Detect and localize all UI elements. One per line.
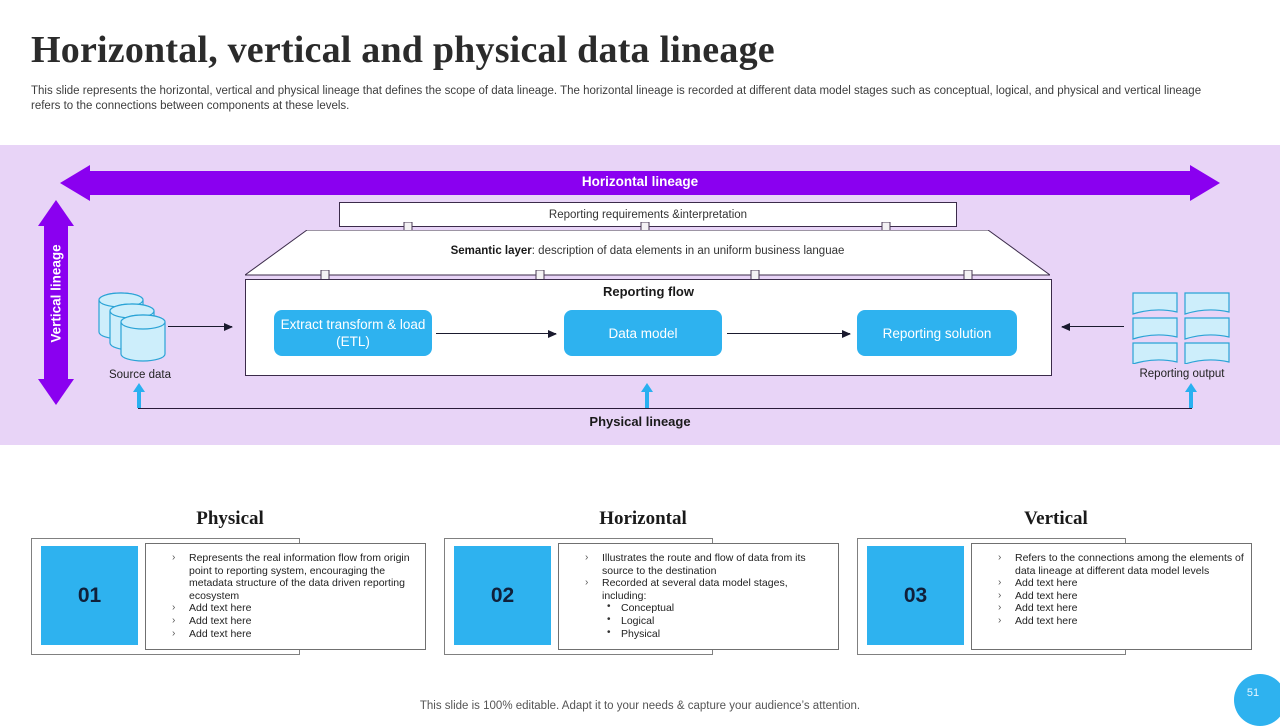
footer-note: This slide is 100% editable. Adapt it to… [419, 700, 861, 712]
chevron-right-icon: › [998, 614, 1002, 626]
reporting-output-icon [1132, 292, 1232, 365]
arrow-bar [88, 171, 1192, 195]
chevron-right-icon: › [998, 589, 1002, 601]
chevron-right-icon: › [998, 577, 1002, 589]
list-item-text: Add text here [189, 627, 252, 640]
vertical-lineage-arrow: Vertical lineage [38, 200, 74, 405]
list-item-text: Add text here [189, 602, 252, 615]
card-vertical: Vertical 03 › Refers to the connections a… [851, 500, 1261, 660]
chevron-right-icon: › [998, 602, 1002, 614]
chevron-right-icon: › [585, 552, 589, 563]
card-heading: Horizontal [599, 508, 687, 529]
list-item: › Add text here [972, 615, 1245, 628]
bullet-dot-icon: • [607, 613, 611, 625]
chevron-right-icon: › [998, 552, 1002, 563]
chevron-right-icon: › [172, 552, 176, 563]
list-item: › Refers to the connections among the ele… [972, 552, 1245, 577]
semantic-layer-label: Semantic layer: description of data elem… [245, 245, 1050, 257]
up-arrow-icon [1184, 383, 1198, 408]
card-physical: Physical 01 › Represents the real informa… [25, 500, 435, 660]
connector-datamodel-to-solution [727, 329, 851, 338]
list-item: › Add text here [146, 615, 419, 628]
source-data-icon [95, 290, 185, 365]
list-item: • Conceptual [559, 601, 832, 615]
connector-flow-to-output [1061, 322, 1124, 331]
page-subtitle: This slide represents the horizontal, ve… [31, 85, 1202, 112]
list-item-text: Add text here [1015, 577, 1078, 590]
reporting-output-label: Reporting output [1139, 368, 1225, 380]
list-item: › Add text here [972, 602, 1245, 615]
chevron-right-icon: › [172, 602, 176, 614]
list-item: • Physical [559, 626, 832, 641]
card-text-panel: › Refers to the connections among the ele… [971, 543, 1252, 650]
list-item: › Represents the real information flow fr… [146, 552, 419, 602]
list-item: › Recorded at several data model stages, … [559, 577, 832, 602]
card-horizontal: Horizontal 02 › Illustrates the route and… [438, 500, 848, 660]
card-number-badge: 03 [867, 546, 964, 645]
list-item: › Add text here [972, 577, 1245, 590]
connector-etl-to-datamodel [436, 329, 557, 338]
up-arrow-icon [132, 383, 146, 408]
arrow-head-right-icon [1190, 165, 1220, 201]
list-item-text: Add text here [189, 614, 252, 627]
card-sub-bullet-list: • Conceptual • Logical • Physical [559, 601, 832, 641]
card-bullet-list: › Refers to the connections among the ele… [972, 552, 1245, 628]
source-data-label: Source data [108, 369, 171, 381]
page-title: Horizontal, vertical and physical data l… [31, 29, 775, 71]
page-number-label: 51 [1246, 687, 1260, 699]
reporting-flow-box: Reporting flow Extract transform & load … [245, 279, 1052, 376]
list-item-text: Illustrates the route and flow of data f… [602, 552, 806, 577]
chevron-right-icon: › [172, 614, 176, 626]
vertical-lineage-label: Vertical lineage [48, 244, 64, 343]
physical-lineage-label: Physical lineage [589, 414, 691, 429]
card-heading: Physical [196, 508, 264, 529]
reporting-requirements-label: Reporting requirements &interpretation [548, 208, 748, 221]
connector-source-to-flow [168, 322, 233, 331]
card-bullet-list: › Represents the real information flow fr… [146, 552, 419, 640]
list-item-text: Recorded at several data model stages, i… [602, 577, 788, 602]
list-item-text: Add text here [1015, 614, 1078, 627]
semantic-layer-bold-label: Semantic layer [450, 245, 532, 257]
card-bullet-list: › Illustrates the route and flow of data … [559, 552, 832, 602]
list-item-text: Add text here [1015, 589, 1078, 602]
list-item: › Add text here [146, 628, 419, 641]
list-item-text: Add text here [1015, 602, 1078, 615]
physical-lineage-line [138, 400, 1192, 409]
chevron-right-icon: › [172, 627, 176, 639]
node-reporting-solution[interactable]: Reporting solution [857, 310, 1017, 356]
node-data-model[interactable]: Data model [564, 310, 722, 356]
arrow-head-down-icon [38, 379, 74, 405]
horizontal-lineage-arrow: Horizontal lineage [60, 165, 1220, 201]
up-arrow-icon [640, 383, 654, 408]
semantic-layer-rest-label: : description of data elements in an uni… [531, 245, 845, 257]
card-heading: Vertical [1024, 508, 1088, 529]
bullet-dot-icon: • [607, 626, 611, 638]
arrow-head-up-icon [38, 200, 74, 226]
list-item: › Illustrates the route and flow of data … [559, 552, 832, 577]
list-item-text: Physical [621, 627, 661, 640]
list-item-text: Represents the real information flow fro… [189, 552, 410, 602]
horizontal-lineage-label: Horizontal lineage [581, 174, 699, 189]
semantic-layer-shape: Semantic layer: description of data elem… [245, 230, 1050, 276]
list-item-text: Logical [621, 614, 655, 627]
page-number-badge: 51 [1234, 674, 1280, 726]
list-item: › Add text here [146, 602, 419, 615]
arrow-bar [44, 224, 68, 381]
cards-row: Physical 01 › Represents the real informa… [0, 500, 1280, 665]
bullet-dot-icon: • [607, 601, 611, 613]
chevron-right-icon: › [585, 577, 589, 589]
arrow-head-left-icon [60, 165, 90, 201]
node-etl[interactable]: Extract transform & load (ETL) [274, 310, 432, 356]
list-item: • Logical [559, 613, 832, 628]
card-number-badge: 01 [41, 546, 138, 645]
card-number-badge: 02 [454, 546, 551, 645]
list-item: › Add text here [972, 590, 1245, 603]
card-text-panel: › Illustrates the route and flow of data … [558, 543, 839, 650]
reporting-flow-title: Reporting flow [603, 284, 694, 299]
list-item-text: Conceptual [621, 602, 675, 615]
card-text-panel: › Represents the real information flow fr… [145, 543, 426, 650]
list-item-text: Refers to the connections among the elem… [1015, 552, 1244, 577]
